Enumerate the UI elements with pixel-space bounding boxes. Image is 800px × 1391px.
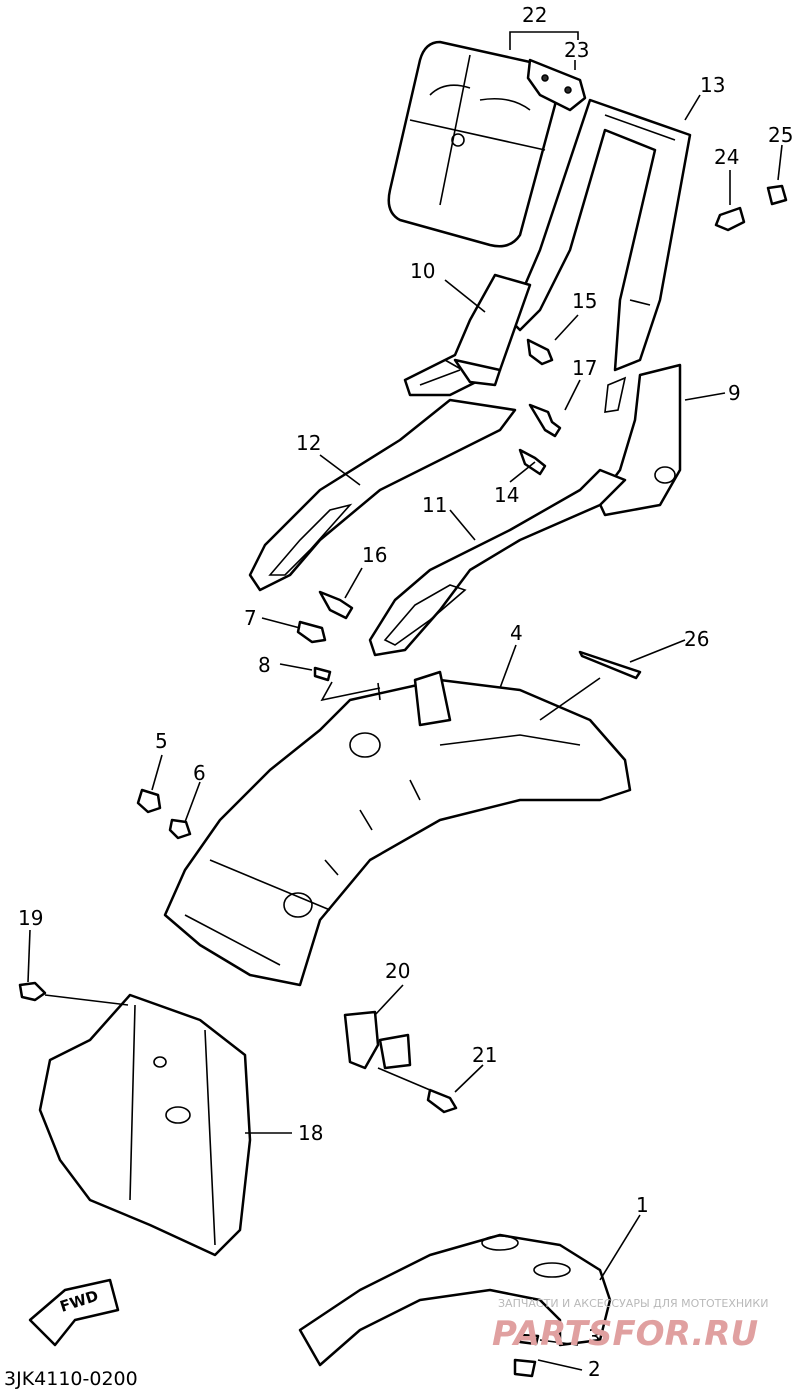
callout-labels: 22 23 13 24 25 10 15 17 9 12 14 11 16 7 … <box>18 3 793 1381</box>
callout-22: 22 <box>522 3 547 27</box>
callout-2: 2 <box>588 1357 601 1381</box>
front-fender <box>298 1233 612 1367</box>
callout-3: 3 <box>588 1325 601 1349</box>
callout-11: 11 <box>422 493 447 517</box>
callout-20: 20 <box>385 959 410 983</box>
drawing-code: 3JK4110-0200 <box>4 1368 138 1390</box>
watermark-brand: PARTSFOR.RU <box>492 1314 758 1354</box>
callout-5: 5 <box>155 729 168 753</box>
callout-6: 6 <box>193 761 206 785</box>
backrest-bracket <box>526 58 587 112</box>
backrest-pad <box>387 40 557 248</box>
grab-rail-left <box>248 398 517 592</box>
callout-4: 4 <box>510 621 523 645</box>
callout-18: 18 <box>298 1121 323 1145</box>
bolt-icon <box>18 184 788 1378</box>
callout-25: 25 <box>768 123 793 147</box>
callout-16: 16 <box>362 543 387 567</box>
callout-23: 23 <box>564 38 589 62</box>
callout-9: 9 <box>728 381 741 405</box>
callout-12: 12 <box>296 431 321 455</box>
fwd-arrow-icon: FWD <box>28 1278 120 1347</box>
callout-10: 10 <box>410 259 435 283</box>
callout-14: 14 <box>494 483 519 507</box>
watermark-tagline: ЗАПЧАСТИ И АКСЕССУАРЫ ДЛЯ МОТОТЕХНИКИ <box>498 1297 768 1310</box>
watermark: ЗАПЧАСТИ И АКСЕССУАРЫ ДЛЯ МОТОТЕХНИКИ PA… <box>492 1297 768 1354</box>
callout-15: 15 <box>572 289 597 313</box>
rear-fender <box>163 670 632 987</box>
reflector-holder <box>343 1010 412 1070</box>
callout-1: 1 <box>636 1193 649 1217</box>
callout-17: 17 <box>572 356 597 380</box>
callout-13: 13 <box>700 73 725 97</box>
callout-7: 7 <box>244 606 257 630</box>
support-bracket <box>403 273 532 397</box>
callout-26: 26 <box>684 627 709 651</box>
callout-19: 19 <box>18 906 43 930</box>
inner-fender <box>38 993 252 1257</box>
leader-lines <box>27 31 783 1371</box>
callout-21: 21 <box>472 1043 497 1067</box>
trim-strip <box>578 650 642 680</box>
callout-8: 8 <box>258 653 271 677</box>
grab-rail-right <box>368 468 627 657</box>
callout-24: 24 <box>714 145 739 169</box>
